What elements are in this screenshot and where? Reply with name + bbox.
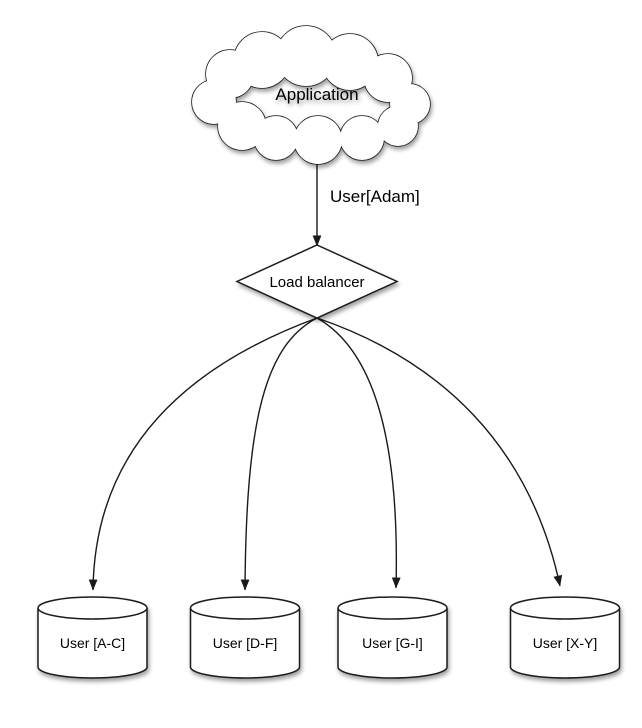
diamond-shape bbox=[235, 244, 399, 319]
edge-lb-to-shard-x-y bbox=[316, 317, 563, 587]
edge-lb-to-shard-g-i bbox=[316, 317, 401, 589]
cylinder-top bbox=[37, 596, 148, 620]
application-cloud-node: Application bbox=[191, 25, 431, 165]
cylinder-body bbox=[189, 608, 301, 679]
cylinder-body bbox=[509, 608, 621, 679]
load-balancer-node: Load balancer bbox=[235, 244, 399, 319]
edge-lb-to-shard-a-c bbox=[88, 317, 318, 591]
cylinder-body bbox=[337, 608, 448, 679]
cylinder-top bbox=[189, 596, 301, 620]
shard-g-i-label: User [G-I] bbox=[362, 635, 423, 651]
cylinder-top bbox=[337, 596, 448, 620]
db-shard-a-c-node: User [A-C] bbox=[37, 596, 148, 679]
edge-group: User[Adam] bbox=[88, 160, 563, 591]
load-balancer-label: Load balancer bbox=[269, 274, 364, 291]
shard-a-c-label: User [A-C] bbox=[60, 635, 125, 651]
db-shard-d-f-node: User [D-F] bbox=[189, 596, 301, 679]
shard-x-y-label: User [X-Y] bbox=[533, 635, 598, 651]
cylinder-body bbox=[37, 608, 148, 679]
application-label: Application bbox=[275, 85, 358, 104]
edge-label-user-adam: User[Adam] bbox=[330, 187, 420, 206]
edge-lb-to-shard-d-f bbox=[240, 317, 318, 591]
db-shard-g-i-node: User [G-I] bbox=[337, 596, 448, 679]
cylinder-top bbox=[509, 596, 621, 620]
cloud-shape bbox=[191, 25, 431, 165]
shard-d-f-label: User [D-F] bbox=[213, 635, 278, 651]
db-shard-x-y-node: User [X-Y] bbox=[509, 596, 621, 679]
